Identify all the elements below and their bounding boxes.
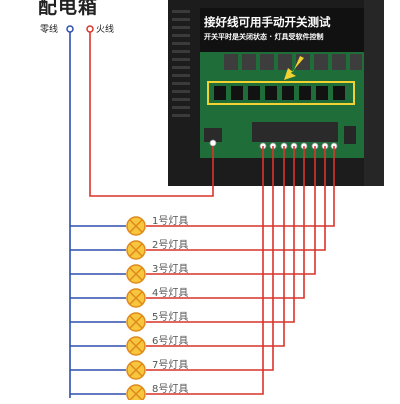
terminal-block bbox=[252, 122, 338, 142]
manual-switches bbox=[214, 86, 345, 100]
lamp-label-4: 4号灯具 bbox=[152, 288, 189, 299]
lamp-2-icon bbox=[126, 240, 146, 260]
manual-switch-highlight bbox=[207, 81, 355, 105]
lamp-output-wire-7 bbox=[146, 146, 274, 371]
live-input-terminal bbox=[86, 25, 94, 33]
lamp-output-wire-8 bbox=[146, 146, 264, 395]
lamp-label-6: 6号灯具 bbox=[152, 336, 189, 347]
lamp-label-7: 7号灯具 bbox=[152, 360, 189, 371]
cabinet-title: 配电箱 bbox=[38, 0, 99, 18]
lamp-output-wire-4 bbox=[146, 146, 305, 299]
enclosure-vent-slots bbox=[172, 10, 190, 117]
lamp-label-3: 3号灯具 bbox=[152, 264, 189, 275]
lamp-1-icon bbox=[126, 216, 146, 236]
lamp-label-8: 8号灯具 bbox=[152, 384, 189, 395]
lamp-7-icon bbox=[126, 360, 146, 380]
live-feed-wire bbox=[89, 32, 214, 197]
lamp-3-icon bbox=[126, 264, 146, 284]
neutral-wire-label: 零线 bbox=[40, 25, 59, 35]
live-wire-label: 火线 bbox=[96, 25, 115, 35]
arrow-icon bbox=[284, 56, 304, 80]
lamp-label-2: 2号灯具 bbox=[152, 240, 189, 251]
lamp-output-wire-3 bbox=[146, 146, 316, 275]
controller-right-panel bbox=[364, 0, 384, 186]
instruction-banner bbox=[200, 8, 364, 52]
lamp-output-wire-2 bbox=[146, 146, 326, 251]
lamp-5-icon bbox=[126, 312, 146, 332]
lamp-output-wire-1 bbox=[146, 146, 335, 227]
lamp-4-icon bbox=[126, 288, 146, 308]
lamp-6-icon bbox=[126, 336, 146, 356]
banner-heading: 接好线可用手动开关测试 bbox=[204, 15, 331, 29]
power-terminal bbox=[204, 128, 222, 142]
banner-subheading: 开关平时是关闭状态 · 灯具受软件控制 bbox=[204, 33, 324, 41]
pcb-chip bbox=[344, 126, 356, 144]
lamp-label-5: 5号灯具 bbox=[152, 312, 189, 323]
lamp-output-wire-6 bbox=[146, 146, 285, 347]
lamp-label-1: 1号灯具 bbox=[152, 216, 189, 227]
relay-row bbox=[224, 54, 362, 70]
neutral-input-terminal bbox=[66, 25, 74, 33]
lamp-output-wire-5 bbox=[146, 146, 295, 323]
lamp-8-icon bbox=[126, 384, 146, 404]
